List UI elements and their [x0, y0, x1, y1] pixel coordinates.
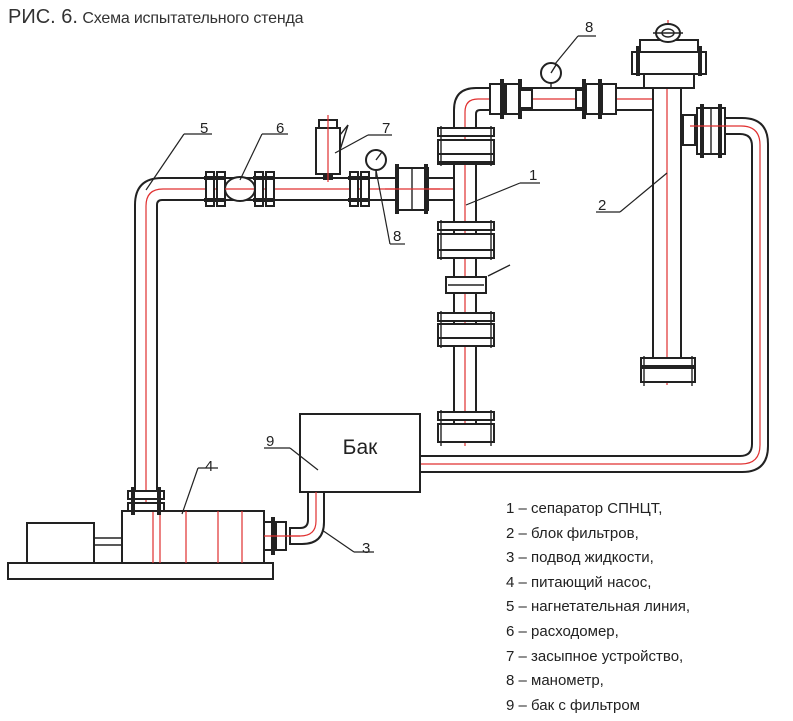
callout-1: 1 [529, 167, 537, 184]
figure-number: РИС. 6. [8, 6, 78, 28]
tank-with-filter [299, 413, 421, 493]
legend-item: 3 – подвод жидкости, [506, 549, 654, 567]
callout-6: 6 [276, 120, 284, 137]
suction-line-pipe [285, 491, 325, 545]
pressure-gauge-upper [540, 62, 562, 88]
callout-numbers: 1 2 3 4 5 6 7 8 8 9 [200, 19, 606, 557]
horizontal-flange-2 [253, 171, 275, 207]
legend-item: 9 – бак с фильтром [506, 696, 640, 714]
filter-bottom-flange [640, 356, 696, 386]
callout-leaders [145, 35, 668, 553]
legend-item: 2 – блок фильтров, [506, 524, 639, 542]
filter-block-column [652, 80, 682, 385]
figure-legend: 1 – сепаратор СПНЦТ, 2 – блок фильтров, … [506, 497, 690, 718]
tank-label: Бак [342, 436, 378, 459]
feed-pump-body [121, 510, 265, 564]
separator-flange-3 [437, 311, 495, 348]
callout-3: 3 [362, 540, 370, 557]
separator-flange-top [437, 126, 495, 166]
separator-flange-bottom [437, 410, 495, 446]
filling-device [315, 115, 349, 182]
legend-item: 1 – сепаратор СПНЦТ, [506, 500, 663, 517]
callout-7: 7 [382, 120, 390, 137]
separator-inlet-flange [385, 164, 440, 214]
discharge-flange-vertical [127, 487, 165, 515]
legend-item: 8 – манометр, [506, 672, 604, 690]
callout-2: 2 [598, 197, 606, 214]
legend-item: 4 – питающий насос, [506, 573, 652, 591]
callout-8-lower: 8 [393, 228, 401, 245]
callout-5: 5 [200, 120, 208, 137]
callout-4: 4 [205, 458, 213, 475]
top-flange-left [489, 79, 533, 119]
legend-item: 5 – нагнетательная линия, [506, 598, 691, 616]
filter-head [631, 20, 707, 89]
separator-valve [445, 264, 511, 294]
flow-meter [224, 176, 256, 202]
filter-outlet-flange [682, 104, 726, 158]
legend-item: 7 – засыпное устройство, [506, 647, 684, 665]
filter-handwheel [653, 23, 683, 43]
separator-flange-2 [437, 220, 495, 260]
callout-8-upper: 8 [585, 19, 593, 36]
figure-title: Схема испытательного стенда [82, 10, 304, 27]
electric-motor [26, 522, 122, 564]
horizontal-flange-3 [348, 171, 370, 207]
pump-base-frame [7, 562, 274, 580]
horizontal-flange-1 [204, 171, 226, 207]
legend-item: 6 – расходомер, [506, 622, 619, 640]
callout-9: 9 [266, 433, 274, 450]
top-flange-right [575, 79, 617, 119]
suction-flange [263, 517, 300, 555]
figure-caption: РИС. 6. Схема испытательного стенда [8, 6, 303, 29]
